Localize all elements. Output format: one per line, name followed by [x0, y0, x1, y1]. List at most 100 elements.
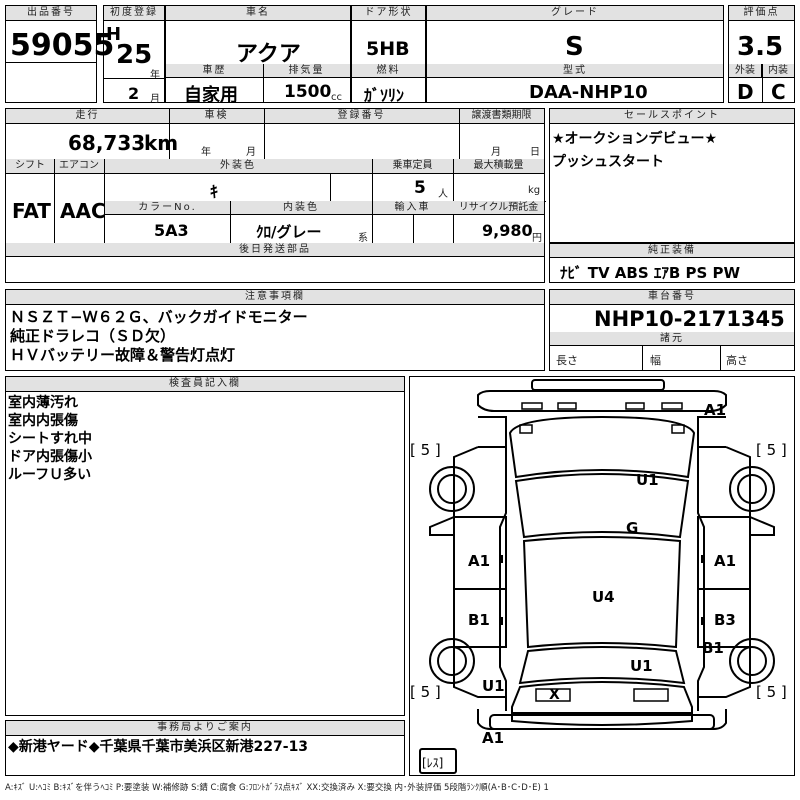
score: 3.5: [737, 32, 784, 62]
damage-left-rear-door: B1: [468, 611, 490, 629]
door-box: ドア形状 5HB 燃料 ｶﾞｿﾘﾝ: [351, 5, 426, 105]
length-label: 長さ: [556, 354, 578, 367]
inspector-line: ドア内張傷小: [8, 449, 92, 465]
inspector-line: ルーフＵ多い: [8, 467, 92, 483]
caution-line: ＨＶバッテリー故障＆警告灯点灯: [10, 346, 236, 364]
selling-label: セールスポイント: [550, 109, 794, 124]
inspector-box: 検査員記入欄 室内薄汚れ 室内内張傷 シートすれ中 ドア内張傷小 ルーフＵ多い: [5, 376, 405, 716]
car-diagram: A1 U1 G A1 A1 U4 B1 B3 B1 U1 U1 X A1 [ 5…: [409, 376, 795, 776]
transfer-month-unit: 月: [491, 147, 501, 158]
selling-box: セールスポイント ★オークションデビュー★ プッシュスタート: [549, 108, 795, 243]
capacity: 5: [414, 178, 426, 198]
office-box: 事務局よりご案内 ◆新港ヤード◆千葉県千葉市美浜区新港227-13: [5, 720, 405, 776]
height-label: 高さ: [726, 354, 748, 367]
equipment-label: 純正装備: [550, 244, 794, 258]
spare-tire: [ﾚｽ]: [422, 756, 444, 770]
damage-left-front-door: A1: [468, 552, 491, 570]
inspector-line: 室内薄汚れ: [8, 395, 78, 411]
chassis-label: 車台番号: [550, 290, 794, 305]
car-name-label: 車名: [166, 6, 350, 21]
ext-score: D: [737, 80, 754, 104]
car-outline-diagram: [419, 379, 775, 774]
chassis-box: 車台番号 NHP10-2171345 諸元 長さ 幅 高さ: [549, 289, 795, 371]
mileage-label: 走行: [6, 109, 169, 124]
spec-label: 諸元: [550, 332, 794, 346]
history: 自家用: [184, 85, 238, 106]
displacement: 1500: [284, 82, 332, 102]
month-unit: 月: [150, 94, 160, 105]
damage-trunk: U1: [630, 657, 653, 675]
lot-number: 59055: [10, 28, 115, 63]
grade: S: [565, 32, 584, 62]
lot-box: 出品番号 59055: [5, 5, 114, 103]
colorno-label: カラーNo.: [105, 201, 230, 215]
selling-line: プッシュスタート: [552, 154, 664, 170]
inspector-line: シートすれ中: [8, 431, 92, 447]
capacity-label: 乗車定員: [372, 159, 453, 174]
damage-roof: U4: [592, 588, 615, 606]
year-unit: 年: [150, 70, 160, 81]
car-name: アクア: [236, 42, 301, 67]
capacity-unit: 人: [438, 189, 448, 200]
detail-box: 走行 車検 登録番号 譲渡書類期限 68,733 km 年 月 月 日 シフト …: [5, 108, 546, 283]
first-reg-label: 初度登録: [104, 6, 164, 21]
equipment-box: 純正装備 ﾅﾋﾞ TV ABS ｴｱB PS PW: [549, 243, 795, 283]
carname-box: 車名 アクア 車歴 排気量 自家用 1500 cc: [165, 5, 351, 106]
int-color: ｸﾛ/グレー: [256, 223, 322, 241]
shift: FAT: [12, 199, 51, 223]
grade-box: グレード S 型式 DAA-NHP10: [426, 5, 724, 103]
grade-label: グレード: [427, 6, 723, 21]
damage-right-front-door: A1: [714, 552, 737, 570]
recycle-fee: 9,980: [482, 221, 533, 240]
insp-month-unit: 月: [246, 147, 256, 158]
office-text: ◆新港ヤード◆千葉県千葉市美浜区新港227-13: [8, 739, 309, 755]
damage-rear-panel: X: [549, 687, 560, 703]
tire-rear-left: [ 5 ]: [410, 683, 441, 701]
model-code: DAA-NHP10: [529, 82, 648, 103]
score-label: 評価点: [729, 6, 794, 21]
color-no: 5A3: [154, 221, 189, 240]
ext-label: 外装: [729, 64, 762, 78]
int-color-label: 内装色: [230, 201, 372, 215]
regno-label: 登録番号: [264, 109, 459, 124]
first-reg-box: 初度登録 H 25 年 2 月: [103, 5, 165, 105]
shift-label: シフト: [6, 159, 54, 174]
chassis-number: NHP10-2171345: [594, 307, 785, 331]
mileage-unit: km: [144, 131, 179, 155]
damage-right-rear-fender: B1: [702, 639, 724, 657]
score-box: 評価点 3.5 外装 内装 D C: [728, 5, 795, 104]
int-label: 内装: [762, 64, 794, 78]
legend-text: A:ｷｽﾞ U:ﾍｺﾐ B:ｷｽﾞを伴うﾍｺﾐ P:要塗装 W:補修跡 S:錆 …: [5, 783, 549, 793]
recycle-unit: 円: [532, 233, 542, 244]
inspector-line: 室内内張傷: [8, 413, 78, 429]
recycle-label: リサイクル預託金: [453, 201, 544, 215]
transfer-day-unit: 日: [530, 147, 540, 158]
caution-line: ＮＳＺＴ−Ｗ６２Ｇ、バックガイドモニター: [10, 308, 308, 326]
caution-box: 注意事項欄 ＮＳＺＴ−Ｗ６２Ｇ、バックガイドモニター 純正ドラレコ（ＳＤ欠） Ｈ…: [5, 289, 545, 371]
damage-hood: U1: [636, 471, 659, 489]
selling-line: ★オークションデビュー★: [552, 131, 718, 147]
equipment-list: ﾅﾋﾞ TV ABS ｴｱB PS PW: [560, 264, 741, 282]
office-label: 事務局よりご案内: [6, 721, 404, 736]
fuel: ｶﾞｿﾘﾝ: [364, 86, 405, 105]
damage-left-rear-fender: U1: [482, 677, 505, 695]
insp-year-unit: 年: [201, 147, 211, 158]
model-label: 型式: [427, 64, 723, 78]
door-label: ドア形状: [352, 6, 425, 21]
width-label: 幅: [650, 354, 661, 367]
ext-color: ｷ: [210, 182, 219, 201]
damage-right-rear-door: B3: [714, 611, 736, 629]
reg-month: 2: [128, 84, 140, 103]
era: H: [106, 24, 122, 45]
mileage: 68,733: [68, 131, 146, 155]
door-type: 5HB: [366, 38, 410, 60]
tire-front-left: [ 5 ]: [410, 441, 441, 459]
damage-front-bumper: A1: [704, 401, 727, 419]
disp-unit: cc: [331, 92, 342, 103]
lot-label: 出品番号: [6, 6, 96, 21]
disp-label: 排気量: [263, 64, 350, 78]
history-label: 車歴: [166, 64, 264, 78]
reg-year: 25: [116, 40, 153, 70]
import-label: 輸入車: [372, 201, 453, 215]
ext-color-label: 外装色: [104, 159, 372, 174]
